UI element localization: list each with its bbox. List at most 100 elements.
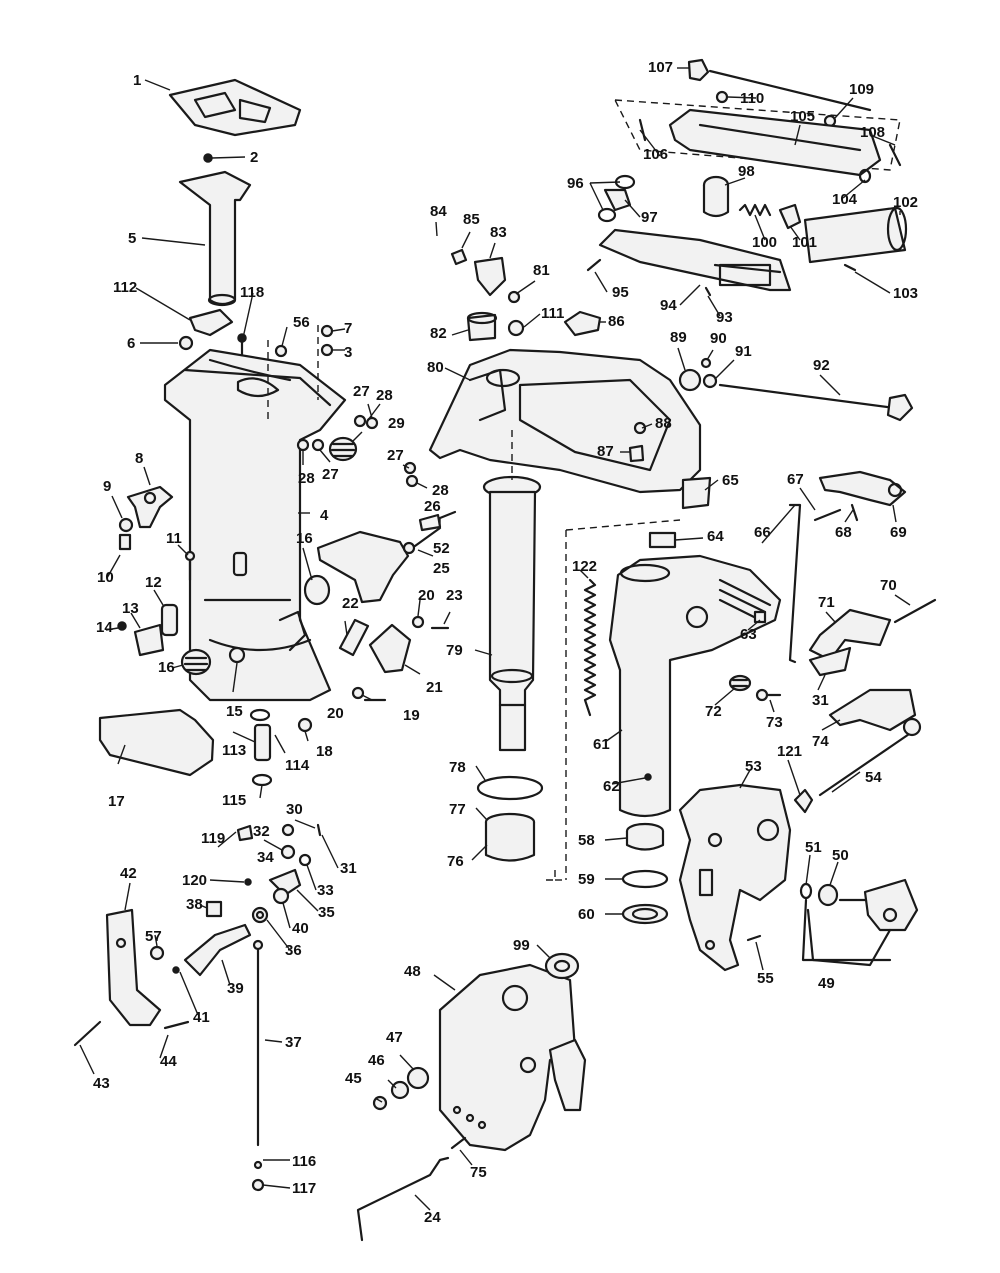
callout-labels: 1 2 3 4 5 6 7 8 9 10 11 12 13 14 15 16 1… (93, 59, 918, 1226)
part-bolt (413, 526, 442, 548)
callout-81: 81 (533, 262, 550, 279)
callout-75: 75 (470, 1164, 487, 1181)
part-tiller-grip (803, 206, 908, 264)
callout-bracket (801, 898, 892, 962)
callout-95: 95 (612, 284, 629, 301)
callout-68: 68 (835, 524, 852, 541)
callout-61: 61 (593, 736, 610, 753)
callout-71: 71 (818, 594, 835, 611)
callout-26: 26 (424, 498, 441, 515)
part-nut (251, 1178, 265, 1192)
part-washer (507, 319, 525, 337)
callout-70: 70 (880, 577, 897, 594)
part-washer (353, 414, 367, 428)
callout-17: 17 (108, 793, 125, 810)
callout-28a: 28 (376, 387, 393, 404)
callout-40: 40 (292, 920, 309, 937)
part-washer (118, 517, 134, 533)
part-nut (372, 1095, 388, 1111)
part-plug (178, 335, 194, 351)
part-mount-plate (338, 618, 370, 657)
callout-34: 34 (257, 849, 274, 866)
part-exhaust-housing (163, 348, 347, 702)
callout-16a: 16 (158, 659, 175, 676)
part-washer (411, 615, 425, 629)
callout-69: 69 (890, 524, 907, 541)
callout-88: 88 (655, 415, 672, 432)
callout-15: 15 (226, 703, 243, 720)
callout-48: 48 (404, 963, 421, 980)
part-bushing (484, 812, 536, 862)
callout-63: 63 (740, 626, 757, 643)
callout-89: 89 (670, 329, 687, 346)
part-clip (244, 878, 252, 886)
callout-31b: 31 (812, 692, 829, 709)
callout-12: 12 (145, 574, 162, 591)
callout-52: 52 (433, 540, 450, 557)
callout-23: 23 (446, 587, 463, 604)
part-pin (644, 773, 652, 781)
callout-116: 116 (292, 1153, 316, 1170)
part-bolt-head (237, 333, 247, 343)
callout-56: 56 (293, 314, 310, 331)
part-screw (700, 357, 712, 369)
callout-86: 86 (608, 313, 625, 330)
callout-99: 99 (513, 937, 530, 954)
part-washer (402, 541, 416, 555)
part-bushing (603, 188, 632, 212)
callout-11: 11 (166, 530, 182, 547)
part-washer (390, 1080, 410, 1100)
callout-54: 54 (865, 769, 882, 786)
part-tension-spring (583, 578, 597, 717)
callout-85: 85 (463, 211, 480, 228)
callout-122: 122 (572, 558, 597, 575)
callout-19: 19 (403, 707, 420, 724)
part-bushing (406, 1066, 430, 1090)
part-tiller-arm (598, 228, 792, 292)
part-screw (203, 153, 213, 163)
callout-53: 53 (745, 758, 762, 775)
part-clamp-bracket (438, 963, 587, 1152)
callout-100: 100 (752, 234, 777, 251)
callout-96: 96 (567, 175, 584, 192)
callout-104: 104 (832, 191, 858, 208)
part-screw (843, 263, 857, 272)
part-link-rod (788, 503, 802, 664)
part-bolt (163, 1020, 190, 1030)
part-pin (272, 887, 290, 905)
part-clamp-screw (838, 878, 919, 932)
callout-50: 50 (832, 847, 849, 864)
part-wear-pad (648, 531, 677, 549)
callout-60: 60 (578, 906, 595, 923)
callout-114: 114 (285, 757, 310, 774)
part-washer (298, 853, 312, 867)
part-grease-fitting (563, 310, 602, 337)
part-screw (236, 824, 254, 842)
callout-35: 35 (318, 904, 335, 921)
part-washer (799, 882, 813, 900)
callout-31a: 31 (340, 860, 357, 877)
part-mount-rubber (328, 436, 358, 462)
callout-9: 9 (103, 478, 111, 495)
part-throttle-shaft (708, 69, 872, 112)
part-nut (405, 474, 419, 488)
callout-111: 111 (541, 305, 564, 322)
part-seal (621, 903, 669, 925)
part-exhaust-cover (98, 708, 215, 777)
leader-lines (105, 79, 451, 799)
part-friction-knob (473, 256, 507, 297)
callout-10: 10 (97, 569, 114, 586)
part-washer (320, 324, 334, 338)
part-screw (117, 621, 127, 631)
part-bushing (544, 952, 580, 980)
callout-90: 90 (710, 330, 727, 347)
part-washer (858, 168, 872, 184)
callout-14: 14 (96, 619, 113, 636)
part-spring (738, 203, 772, 217)
part-screw (638, 118, 647, 142)
part-screw (320, 343, 334, 357)
callout-121: 121 (777, 743, 802, 760)
part-rod-gear (886, 393, 914, 422)
part-steering-tube (482, 475, 542, 752)
